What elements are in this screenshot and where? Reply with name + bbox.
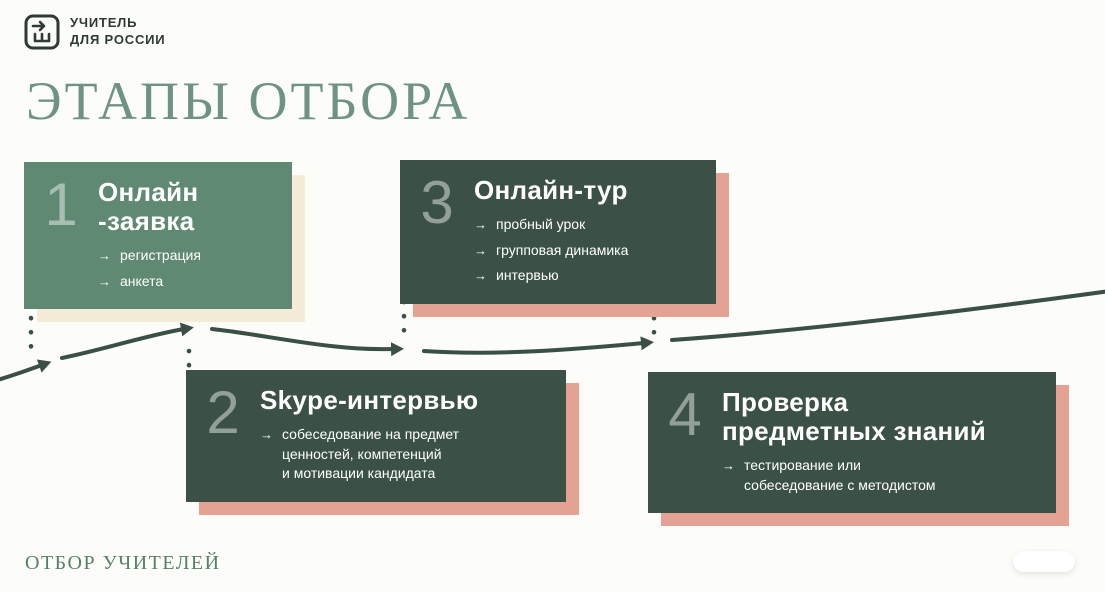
arrow-icon: → xyxy=(474,242,487,258)
step-item: → анкета xyxy=(98,272,201,292)
udr-logo-icon xyxy=(24,14,60,50)
step-item-text: регистрация xyxy=(120,247,201,264)
step-body: Онлайн-тур → пробный урок → групповая ди… xyxy=(474,175,628,286)
logo-line1: УЧИТЕЛЬ xyxy=(70,15,138,31)
arrow-icon: → xyxy=(474,268,487,284)
step-item: → пробный урок xyxy=(474,215,628,235)
step-title: Онлайн -заявка xyxy=(98,177,199,237)
pill-indicator xyxy=(1013,551,1075,572)
step-number: 3 xyxy=(420,169,454,236)
step-title: Skype-интервью xyxy=(260,385,479,415)
step-item: → групповая динамика xyxy=(474,241,628,261)
flow-segment-3 xyxy=(210,327,404,357)
step-title: Онлайн-тур xyxy=(474,175,628,205)
flow-segment-1 xyxy=(0,359,52,382)
step-items: → пробный урок → групповая динамика → ин… xyxy=(474,215,628,286)
step-item: → регистрация xyxy=(98,246,201,266)
step-item-text: интервью xyxy=(496,267,559,284)
step-item-text: тестирование или собеседование с методис… xyxy=(744,457,936,493)
logo-text: УЧИТЕЛЬ ДЛЯ РОССИИ xyxy=(70,15,165,49)
step-card-1: 1 Онлайн -заявка → регистрация → анкета xyxy=(24,162,292,310)
step-body: Skype-интервью → собеседование на предме… xyxy=(260,385,479,484)
arrow-icon: → xyxy=(722,458,735,474)
footer-label: ОТБОР УЧИТЕЛЕЙ xyxy=(25,552,221,574)
step-body: Проверка предметных знаний → тестировани… xyxy=(722,387,987,495)
flow-segment-5 xyxy=(670,289,1105,342)
flow-segment-2 xyxy=(60,322,194,360)
step-items: → регистрация → анкета xyxy=(98,246,201,291)
step-items: → тестирование или собеседование с метод… xyxy=(722,456,986,495)
step-item-text: анкета xyxy=(120,272,164,289)
step-item-text: собеседование на предмет ценностей, комп… xyxy=(282,426,460,482)
arrow-icon: → xyxy=(98,273,111,289)
step-item: → интервью xyxy=(474,266,628,286)
step-item-text: пробный урок xyxy=(496,216,586,233)
step-card-2: 2 Skype-интервью → собеседование на пред… xyxy=(186,370,566,502)
arrow-icon: → xyxy=(260,427,273,443)
step-item: → тестирование или собеседование с метод… xyxy=(722,456,986,495)
page-title: ЭТАПЫ ОТБОРА xyxy=(26,71,471,131)
step-card-3: 3 Онлайн-тур → пробный урок → групповая … xyxy=(400,160,716,304)
step-card-4: 4 Проверка предметных знаний → тестирова… xyxy=(648,372,1056,514)
step-number: 4 xyxy=(668,381,702,448)
step-number: 1 xyxy=(44,171,78,238)
step-items: → собеседование на предмет ценностей, ко… xyxy=(260,425,478,484)
flow-segment-4 xyxy=(422,336,654,355)
arrow-icon: → xyxy=(98,248,111,264)
logo-line2: ДЛЯ РОССИИ xyxy=(70,32,166,47)
logo: УЧИТЕЛЬ ДЛЯ РОССИИ xyxy=(24,14,165,50)
step-body: Онлайн -заявка → регистрация → анкета xyxy=(98,177,201,291)
step-item: → собеседование на предмет ценностей, ко… xyxy=(260,425,478,484)
step-item-text: групповая динамика xyxy=(496,241,629,258)
arrow-icon: → xyxy=(474,217,487,233)
step-number: 2 xyxy=(206,379,240,446)
step-title: Проверка предметных знаний xyxy=(722,387,987,447)
